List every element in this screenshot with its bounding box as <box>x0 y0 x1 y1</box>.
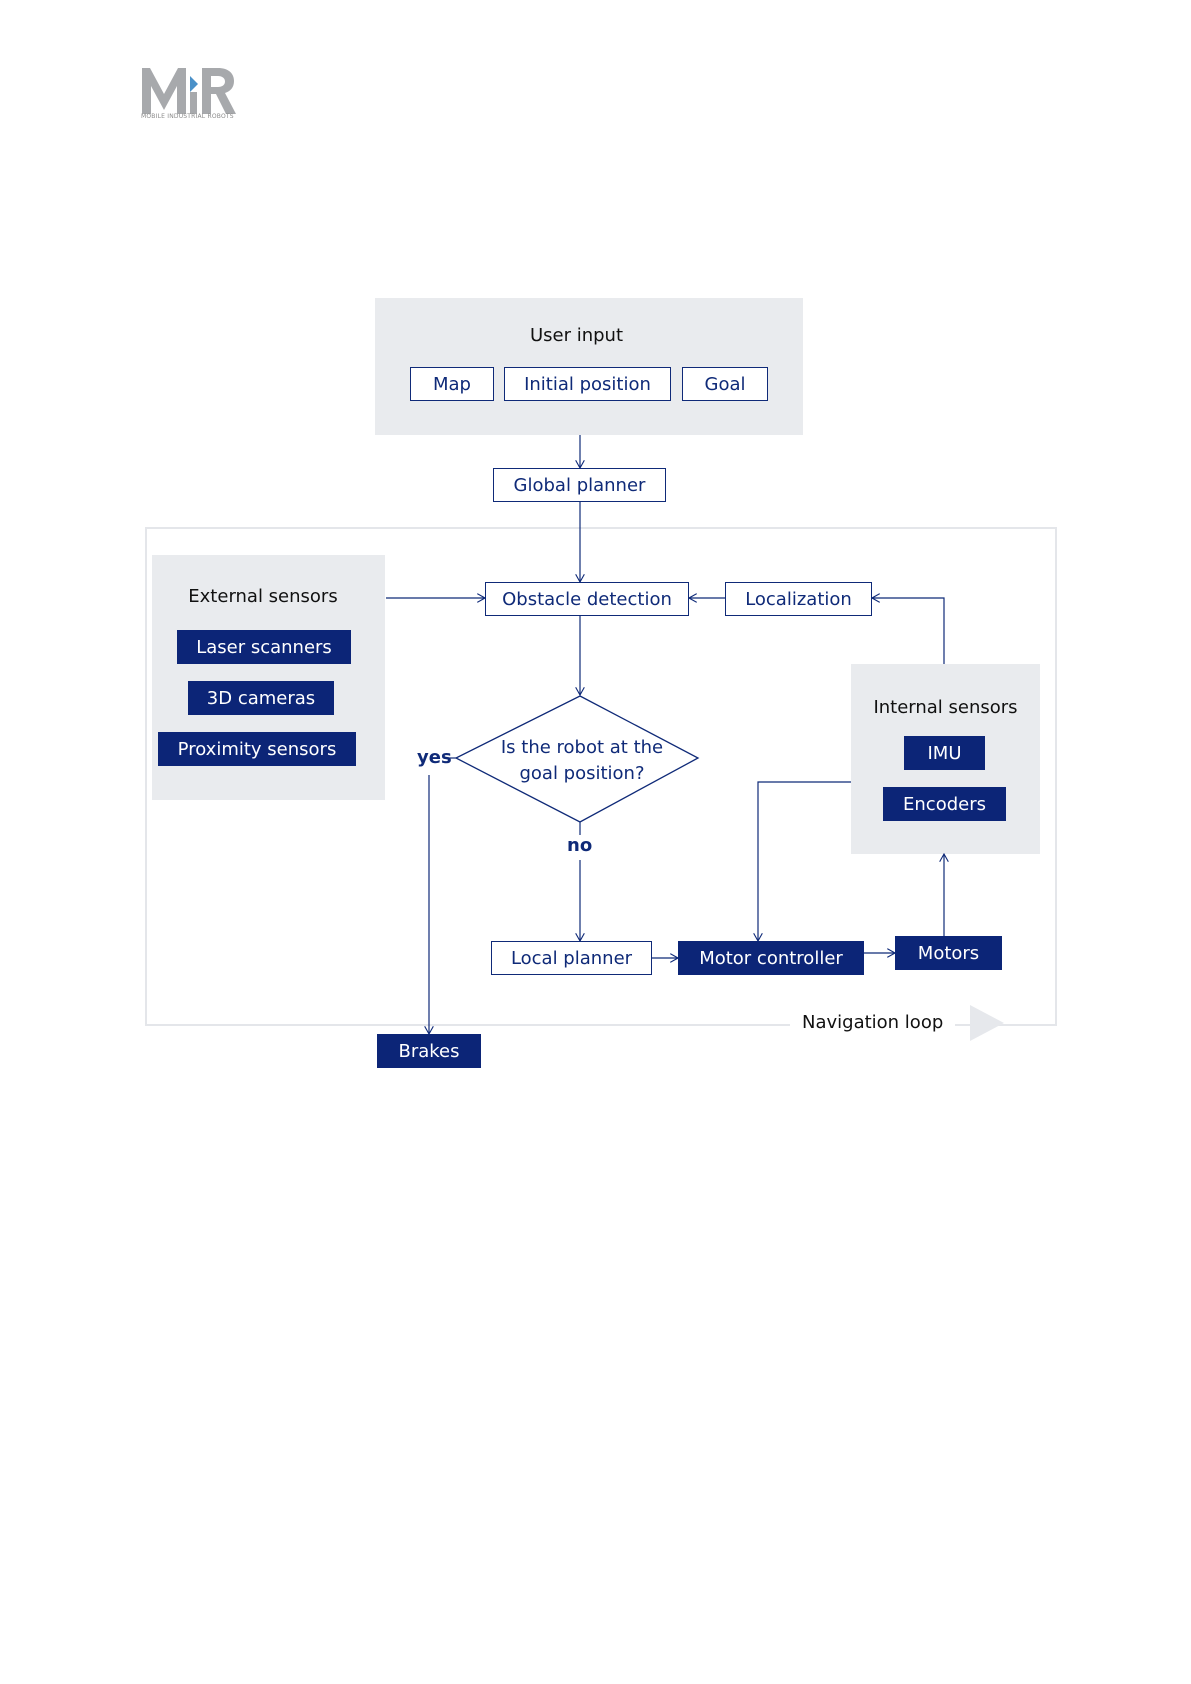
laser-scanners-box: Laser scanners <box>177 630 351 664</box>
decision-diamond <box>454 695 700 823</box>
motors-box: Motors <box>895 936 1002 970</box>
brakes-box: Brakes <box>377 1034 481 1068</box>
imu-box: IMU <box>904 736 985 770</box>
obstacle-detection-box: Obstacle detection <box>485 582 689 616</box>
mir-logo <box>142 68 236 114</box>
navigation-loop-frame <box>145 527 1057 1026</box>
user-input-panel <box>375 298 803 435</box>
decision-line-1: Is the robot at the <box>500 737 664 758</box>
goal-box: Goal <box>682 367 768 401</box>
logo-subtitle: MOBILE INDUSTRIAL ROBOTS <box>141 113 234 120</box>
map-box: Map <box>410 367 494 401</box>
localization-box: Localization <box>725 582 872 616</box>
local-planner-box: Local planner <box>491 941 652 975</box>
proximity-sensors-box: Proximity sensors <box>158 732 356 766</box>
encoders-box: Encoders <box>883 787 1006 821</box>
navigation-loop-arrow-icon <box>970 1005 1004 1041</box>
global-planner-box: Global planner <box>493 468 666 502</box>
external-sensors-title: External sensors <box>188 586 338 607</box>
decision-line-2: goal position? <box>519 763 645 784</box>
3d-cameras-box: 3D cameras <box>188 681 334 715</box>
motor-controller-box: Motor controller <box>678 941 864 975</box>
decision-text: Is the robot at the goal position? <box>482 735 682 787</box>
navigation-loop-label: Navigation loop <box>790 1012 956 1033</box>
user-input-title: User input <box>529 325 624 346</box>
initial-position-box: Initial position <box>504 367 671 401</box>
no-label: no <box>567 835 593 856</box>
yes-label: yes <box>417 747 452 768</box>
internal-sensors-title: Internal sensors <box>873 697 1018 718</box>
